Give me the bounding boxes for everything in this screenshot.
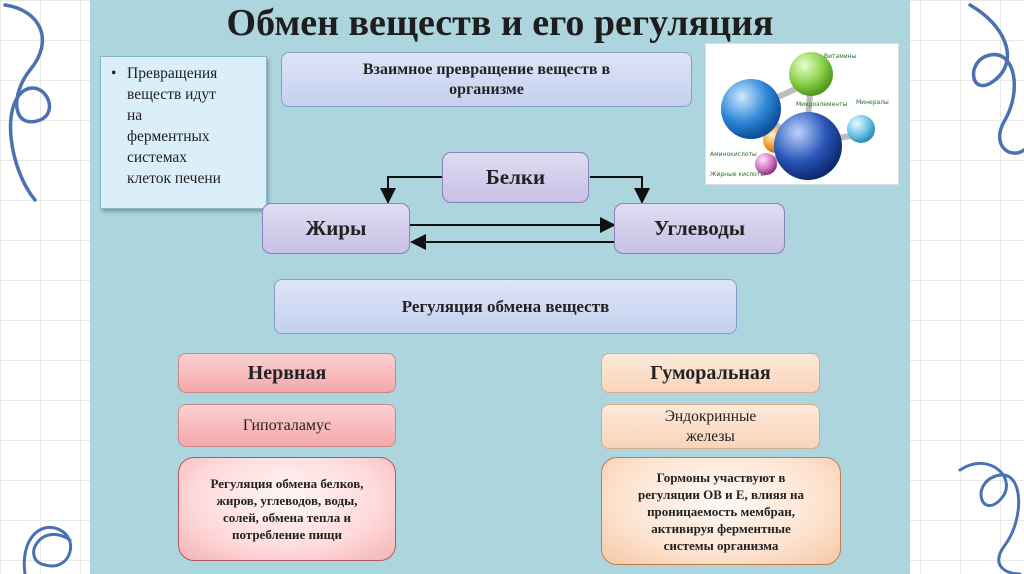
carbs-box: Углеводы bbox=[614, 203, 785, 254]
proteins-box: Белки bbox=[442, 152, 589, 203]
illustration-label: Витамины bbox=[824, 53, 857, 60]
illustration-label: Жирные кислоты bbox=[710, 171, 765, 178]
nervous-desc-line: солей, обмена тепла и bbox=[223, 510, 351, 525]
loop-doodle-right bbox=[958, 3, 1024, 574]
endocrine-line: железы bbox=[686, 427, 735, 445]
interconversion-line: организме bbox=[449, 80, 524, 98]
note-bullet: • bbox=[111, 65, 117, 82]
humoral-description: Гормоны участвуют в регуляции ОВ и Е, вл… bbox=[601, 457, 841, 565]
note-line: ферментных bbox=[127, 128, 210, 145]
humoral-title: Гуморальная bbox=[601, 353, 820, 393]
interconversion-header: Взаимное превращение веществ в организме bbox=[281, 52, 692, 107]
molecules-icon: Витамины Микроэлементы Минералы Аминокис… bbox=[710, 52, 889, 180]
note-line: системах bbox=[127, 149, 188, 166]
illustration-label: Микроэлементы bbox=[796, 101, 848, 108]
humoral-desc-line: Гормоны участвуют в bbox=[656, 469, 786, 485]
humoral-desc-line: регуляции ОВ и Е, влияя на bbox=[637, 486, 804, 502]
fats-box: Жиры bbox=[262, 203, 410, 254]
humoral-desc-line: активируя ферментные bbox=[651, 520, 791, 536]
endocrine-glands-box: Эндокринные железы bbox=[601, 404, 820, 449]
nervous-desc-line: Регуляция обмена белков, bbox=[210, 476, 364, 491]
endocrine-line: Эндокринные bbox=[664, 407, 757, 425]
hypothalamus-box: Гипоталамус bbox=[178, 404, 396, 447]
note-line: веществ идут bbox=[127, 86, 216, 103]
note-line: клеток печени bbox=[127, 170, 221, 187]
note-box: • Превращения веществ идут на ферментных… bbox=[100, 56, 267, 209]
nervous-title: Нервная bbox=[178, 353, 396, 393]
loop-doodle-left bbox=[3, 3, 73, 574]
interconversion-line: Взаимное превращение веществ в bbox=[362, 60, 611, 78]
regulation-header: Регуляция обмена веществ bbox=[274, 279, 737, 334]
slide-title: Обмен веществ и его регуляция bbox=[226, 2, 774, 44]
humoral-desc-line: проницаемость мембран, bbox=[647, 503, 795, 519]
nervous-description: Регуляция обмена белков, жиров, углеводо… bbox=[178, 457, 396, 561]
nervous-desc-line: потребление пищи bbox=[231, 527, 343, 542]
note-line: Превращения bbox=[127, 65, 218, 82]
illustration-label: Минералы bbox=[856, 99, 889, 106]
molecules-illustration: Витамины Микроэлементы Минералы Аминокис… bbox=[705, 43, 899, 185]
note-line: на bbox=[127, 107, 143, 124]
nervous-desc-line: жиров, углеводов, воды, bbox=[216, 493, 358, 508]
illustration-label: Аминокислоты bbox=[710, 151, 757, 158]
humoral-desc-line: системы организма bbox=[663, 537, 779, 553]
